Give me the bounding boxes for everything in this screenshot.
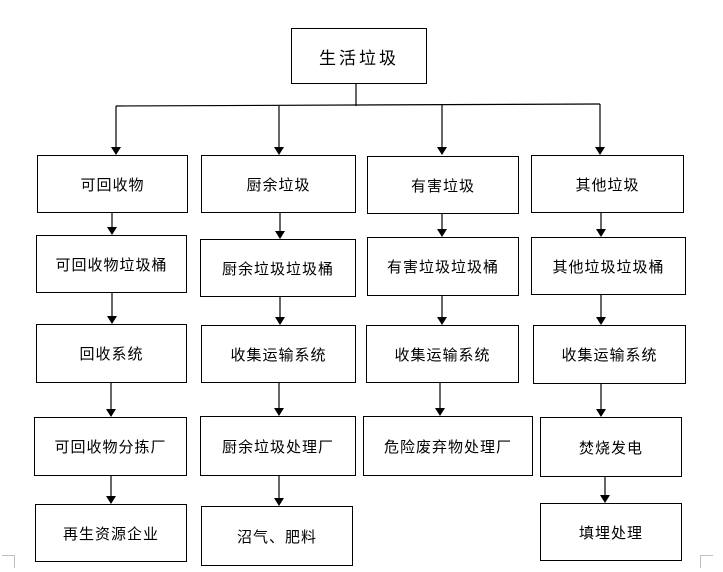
page-corner-mark-left <box>2 555 15 568</box>
col2-node-facility: 厨余垃圾处理厂 <box>200 416 356 476</box>
col2-node-bin: 厨余垃圾垃圾桶 <box>200 239 356 297</box>
col4-node-facility: 焚烧发电 <box>540 417 682 477</box>
root-node: 生活垃圾 <box>291 28 427 84</box>
col2-node-category: 厨余垃圾 <box>201 155 356 213</box>
col3-node-transport: 收集运输系统 <box>366 325 519 383</box>
col3-node-bin: 有害垃圾垃圾桶 <box>367 237 519 296</box>
col1-node-outcome: 再生资源企业 <box>35 504 187 562</box>
col2-node-transport: 收集运输系统 <box>201 325 356 383</box>
col3-node-category: 有害垃圾 <box>367 156 519 214</box>
col4-node-bin: 其他垃圾垃圾桶 <box>531 237 686 295</box>
branch-bar-line <box>115 103 601 107</box>
col1-node-bin: 可回收物垃圾桶 <box>36 235 187 293</box>
col2-node-outcome: 沼气、肥料 <box>201 506 353 566</box>
col4-node-transport: 收集运输系统 <box>533 325 686 384</box>
col4-node-outcome: 填埋处理 <box>540 503 682 561</box>
col4-node-category: 其他垃圾 <box>531 155 684 213</box>
col1-node-facility: 可回收物分拣厂 <box>34 417 187 476</box>
page-corner-mark-right <box>700 555 713 568</box>
col3-node-facility: 危险废弃物处理厂 <box>363 416 533 476</box>
col1-node-transport: 回收系统 <box>36 324 187 383</box>
col1-node-category: 可回收物 <box>37 155 188 213</box>
